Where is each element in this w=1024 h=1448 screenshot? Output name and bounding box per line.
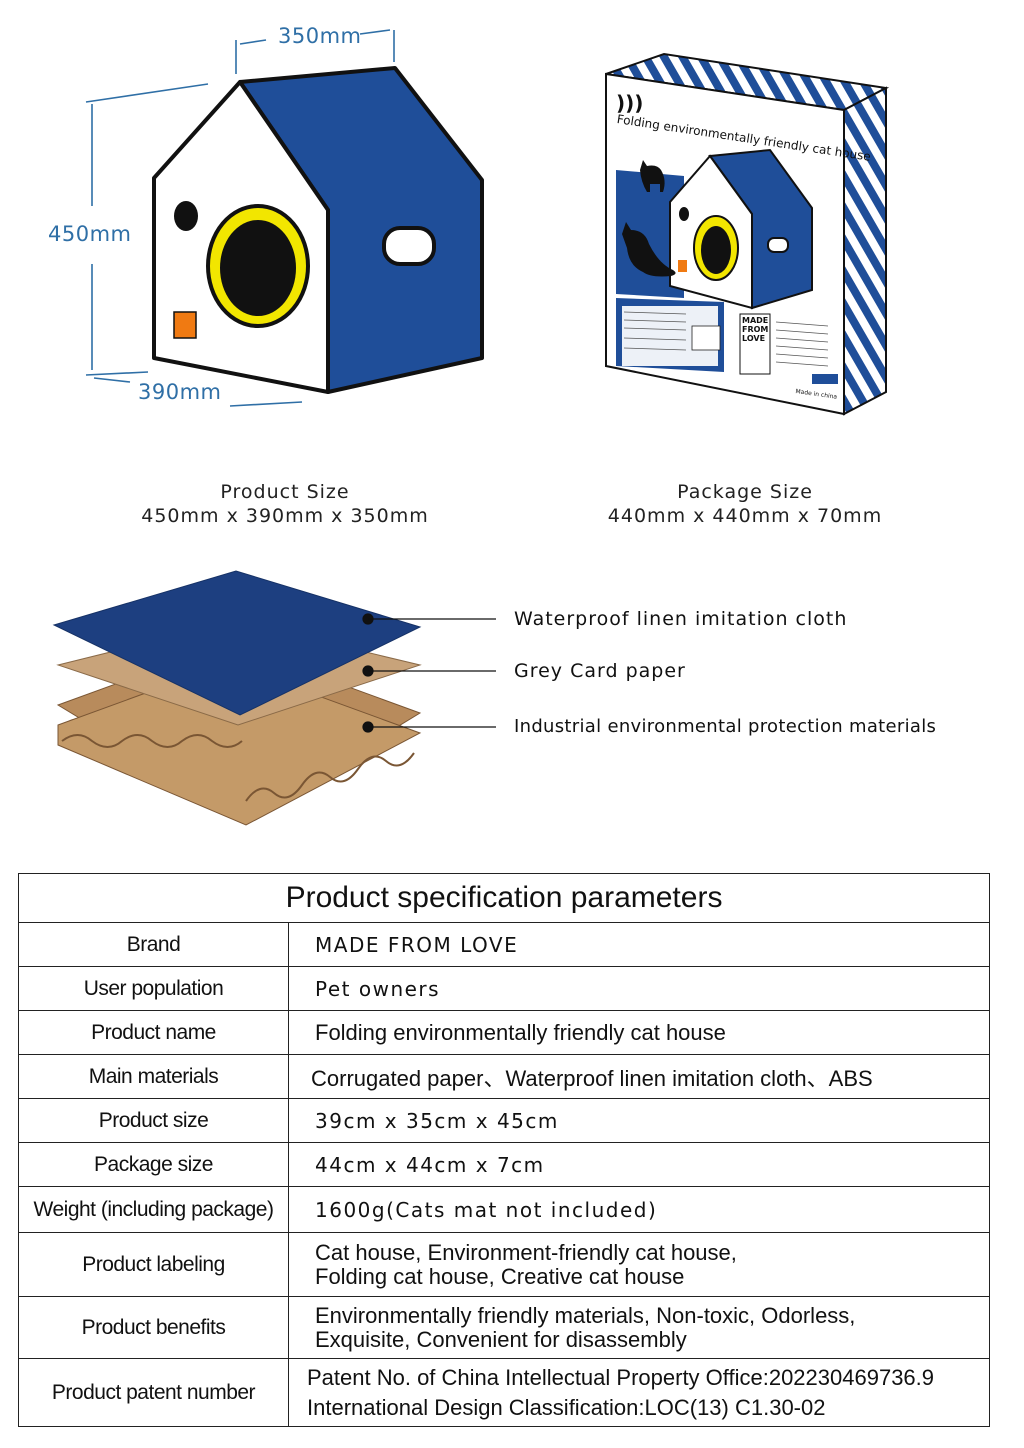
spec-key: Product labeling (18, 1232, 289, 1297)
sound-waves-icon: ))) (616, 91, 643, 115)
spec-value-line: Exquisite, Convenient for disassembly (315, 1326, 687, 1352)
package-brand-mark: MADE FROM LOVE (742, 316, 772, 343)
brand-mark-line: MADE (742, 316, 769, 325)
layer-label-card: Grey Card paper (514, 660, 686, 682)
spec-value-line: Cat house, Environment-friendly cat hous… (315, 1239, 737, 1265)
spec-value: Cat house, Environment-friendly cat hous… (288, 1232, 990, 1297)
spec-value-line: International Design Classification:LOC(… (307, 1394, 826, 1420)
table-row: Main materials Corrugated paper、Waterpro… (18, 1054, 990, 1099)
spec-value: Pet owners (288, 966, 990, 1011)
package-size-caption: Package Size 440mm x 440mm x 70mm (580, 480, 910, 528)
table-row: Product benefits Environmentally friendl… (18, 1296, 990, 1359)
package-box-illustration: ))) (605, 52, 890, 416)
spec-value-line: Patent No. of China Intellectual Propert… (307, 1364, 935, 1390)
spec-key: Weight (including package) (18, 1186, 289, 1233)
layer-label-cloth: Waterproof linen imitation cloth (514, 608, 848, 630)
spec-key: User population (18, 966, 289, 1011)
spec-key: Product name (18, 1010, 289, 1055)
spec-value: 1600g(Cats mat not included) (288, 1186, 990, 1233)
table-row: Weight (including package) 1600g(Cats ma… (18, 1186, 990, 1233)
product-size-value: 450mm x 390mm x 350mm (141, 505, 429, 527)
spec-value: Folding environmentally friendly cat hou… (288, 1010, 990, 1055)
table-row: Product name Folding environmentally fri… (18, 1010, 990, 1055)
table-row: Brand MADE FROM LOVE (18, 922, 990, 967)
dimension-depth-label: 390mm (138, 380, 222, 404)
spec-key: Product patent number (18, 1358, 289, 1427)
dimension-height-label: 450mm (48, 222, 132, 246)
table-row: Product patent number Patent No. of Chin… (18, 1358, 990, 1427)
brand-mark-line: LOVE (742, 334, 766, 343)
spec-value: Environmentally friendly materials, Non-… (288, 1296, 990, 1359)
spec-value: 44cm x 44cm x 7cm (288, 1142, 990, 1187)
table-row: Product size 39cm x 35cm x 45cm (18, 1098, 990, 1143)
spec-value: 39cm x 35cm x 45cm (288, 1098, 990, 1143)
spec-value: Patent No. of China Intellectual Propert… (288, 1358, 990, 1427)
product-size-title: Product Size (220, 481, 350, 503)
table-row: Package size 44cm x 44cm x 7cm (18, 1142, 990, 1187)
spec-value-line: Environmentally friendly materials, Non-… (315, 1302, 856, 1328)
table-row: Product labeling Cat house, Environment-… (18, 1232, 990, 1297)
spec-value: Corrugated paper、Waterproof linen imitat… (288, 1054, 990, 1099)
package-size-value: 440mm x 440mm x 70mm (607, 505, 883, 527)
spec-key: Brand (18, 922, 289, 967)
material-layers-illustration (52, 570, 496, 826)
spec-value-line: Folding cat house, Creative cat house (315, 1263, 685, 1289)
package-size-title: Package Size (677, 481, 813, 503)
product-size-caption: Product Size 450mm x 390mm x 350mm (120, 480, 450, 528)
spec-key: Package size (18, 1142, 289, 1187)
spec-key: Product size (18, 1098, 289, 1143)
spec-key: Main materials (18, 1054, 289, 1099)
cat-house-illustration (85, 29, 484, 407)
layer-label-corrugated: Industrial environmental protection mate… (514, 716, 937, 737)
package-fine-print (623, 311, 829, 367)
spec-key: Product benefits (18, 1296, 289, 1359)
dimension-lines (85, 29, 395, 407)
spec-table-title: Product specification parameters (18, 873, 990, 923)
brand-mark-line: FROM (742, 325, 769, 334)
dimension-width-label: 350mm (278, 24, 362, 48)
table-row: User population Pet owners (18, 966, 990, 1011)
spec-table: Product specification parameters Brand M… (18, 873, 990, 1427)
leader-lines (362, 613, 496, 733)
spec-value: MADE FROM LOVE (288, 922, 990, 967)
